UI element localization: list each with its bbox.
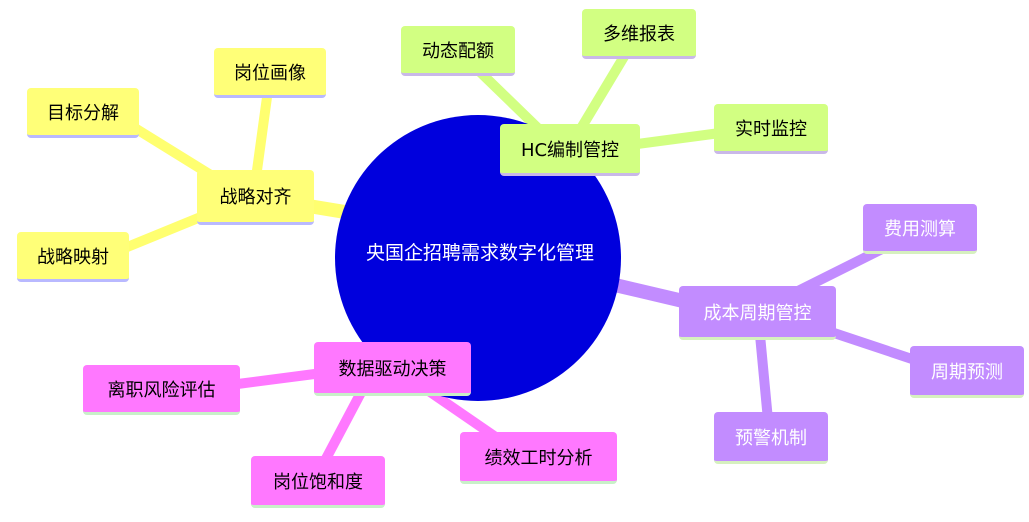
edge-strategy-position-portrait — [250, 85, 273, 190]
edge-data-position-saturation — [315, 380, 370, 475]
center-node-label[interactable]: 央国企招聘需求数字化管理 — [365, 242, 594, 264]
node-data-driven-decision[interactable]: 数据驱动决策 — [314, 342, 471, 396]
node-cost-cycle-control[interactable]: 成本周期管控 — [679, 286, 836, 340]
node-dynamic-quota[interactable]: 动态配额 — [401, 26, 515, 76]
node-realtime-monitor[interactable]: 实时监控 — [714, 104, 828, 154]
node-strategy-alignment[interactable]: 战略对齐 — [197, 170, 314, 225]
edge-data-attrition-risk — [225, 367, 335, 390]
edge-hc-realtime-monitor — [625, 128, 725, 150]
node-position-portrait[interactable]: 岗位画像 — [214, 48, 326, 98]
node-attrition-risk[interactable]: 离职风险评估 — [83, 365, 240, 415]
node-expense-estimate[interactable]: 费用测算 — [863, 204, 977, 254]
node-strategy-mapping[interactable]: 战略映射 — [17, 232, 129, 282]
center-node-circle — [335, 115, 621, 401]
node-goal-breakdown[interactable]: 目标分解 — [27, 88, 139, 138]
node-position-saturation[interactable]: 岗位饱和度 — [251, 456, 385, 508]
edge-cost-alert-mechanism — [755, 330, 773, 425]
node-alert-mechanism[interactable]: 预警机制 — [714, 412, 828, 464]
node-cycle-forecast[interactable]: 周期预测 — [910, 346, 1024, 398]
node-performance-hours[interactable]: 绩效工时分析 — [460, 432, 617, 484]
node-hc-control[interactable]: HC编制管控 — [500, 124, 640, 176]
node-multi-report[interactable]: 多维报表 — [582, 9, 696, 59]
edge-hc-multi-report — [575, 50, 630, 135]
